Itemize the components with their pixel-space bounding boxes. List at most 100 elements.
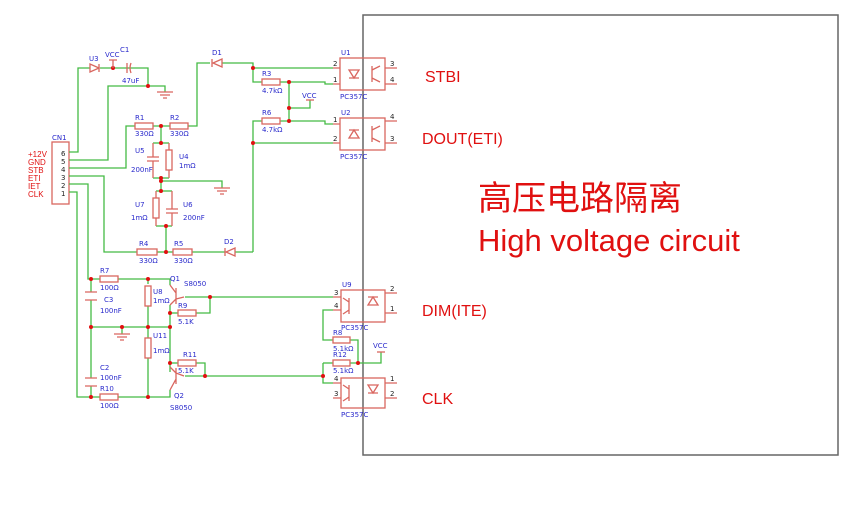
svg-text:1mΩ: 1mΩ — [179, 162, 196, 170]
svg-text:2: 2 — [61, 182, 65, 190]
svg-text:100Ω: 100Ω — [100, 284, 119, 292]
svg-text:GND: GND — [28, 158, 46, 167]
svg-text:4.7kΩ: 4.7kΩ — [262, 126, 283, 134]
high-voltage-boundary — [362, 14, 839, 456]
svg-text:U1: U1 — [341, 49, 351, 57]
svg-text:1: 1 — [390, 305, 394, 313]
svg-text:3: 3 — [390, 60, 394, 68]
svg-text:U9: U9 — [342, 281, 352, 289]
svg-text:1mΩ: 1mΩ — [131, 214, 148, 222]
svg-text:R8: R8 — [333, 329, 342, 337]
svg-text:R1: R1 — [135, 114, 144, 122]
svg-text:IET: IET — [28, 182, 41, 191]
svg-text:200nF: 200nF — [183, 214, 205, 222]
svg-text:+12V: +12V — [28, 150, 48, 159]
svg-text:1: 1 — [333, 116, 337, 124]
c1-value: 47uF — [122, 77, 139, 85]
svg-text:100nF: 100nF — [100, 374, 122, 382]
svg-text:5: 5 — [61, 158, 65, 166]
svg-text:100nF: 100nF — [100, 307, 122, 315]
svg-text:4.7kΩ: 4.7kΩ — [262, 87, 283, 95]
svg-text:S8050: S8050 — [184, 280, 206, 288]
svg-text:R5: R5 — [174, 240, 183, 248]
svg-text:1: 1 — [390, 375, 394, 383]
svg-text:2: 2 — [333, 135, 337, 143]
svg-text:100Ω: 100Ω — [100, 402, 119, 410]
svg-text:1mΩ: 1mΩ — [153, 347, 170, 355]
svg-text:330Ω: 330Ω — [174, 257, 193, 265]
svg-text:3: 3 — [334, 390, 338, 398]
svg-text:U11: U11 — [153, 332, 167, 340]
svg-text:6: 6 — [61, 150, 66, 158]
svg-text:C3: C3 — [104, 296, 113, 304]
svg-text:Q2: Q2 — [174, 392, 184, 400]
svg-text:R10: R10 — [100, 385, 114, 393]
svg-text:PC357C: PC357C — [340, 153, 367, 161]
wires — [69, 62, 382, 398]
svg-text:5.1K: 5.1K — [178, 367, 194, 375]
c1-label: C1 — [120, 46, 129, 54]
title-cn: 高压电路隔离 — [478, 179, 682, 219]
svg-text:1: 1 — [333, 76, 337, 84]
svg-text:330Ω: 330Ω — [170, 130, 189, 138]
svg-text:4: 4 — [334, 375, 339, 383]
svg-text:3: 3 — [61, 174, 65, 182]
transistor-icon — [169, 284, 185, 391]
svg-text:1mΩ: 1mΩ — [153, 297, 170, 305]
svg-text:CN1: CN1 — [52, 134, 67, 142]
signal-clk: CLK — [422, 391, 453, 408]
signal-stbi: STBI — [425, 69, 461, 86]
d1-label: D1 — [212, 49, 222, 57]
svg-text:2: 2 — [390, 285, 394, 293]
capacitor-c1 — [126, 62, 132, 74]
svg-text:U8: U8 — [153, 288, 163, 296]
svg-text:Q1: Q1 — [170, 275, 180, 283]
svg-text:STB: STB — [28, 166, 44, 175]
svg-text:R12: R12 — [333, 351, 347, 359]
svg-text:R6: R6 — [262, 109, 272, 117]
svg-text:R7: R7 — [100, 267, 109, 275]
svg-text:R3: R3 — [262, 70, 271, 78]
junctions — [89, 66, 360, 399]
svg-text:R11: R11 — [183, 351, 197, 359]
optocoupler-icon — [333, 57, 397, 409]
svg-text:ETI: ETI — [28, 174, 40, 183]
svg-text:4: 4 — [390, 76, 395, 84]
d2-label: D2 — [224, 238, 234, 246]
svg-text:5.1kΩ: 5.1kΩ — [333, 345, 354, 353]
u3-label: U3 — [89, 55, 99, 63]
connector-cn1: CN1 +12V GND STB ETI IET CLK 6 5 4 3 2 1 — [28, 134, 70, 205]
svg-text:R9: R9 — [178, 302, 187, 310]
svg-text:3: 3 — [390, 135, 394, 143]
svg-text:CLK: CLK — [28, 190, 44, 199]
svg-text:R2: R2 — [170, 114, 179, 122]
capacitors — [85, 143, 178, 387]
svg-text:5.1K: 5.1K — [178, 318, 194, 326]
vcc-label: VCC — [373, 342, 388, 350]
opto-pin-numbers: 21 34 12 43 34 21 43 12 — [333, 60, 395, 398]
svg-text:4: 4 — [61, 166, 66, 174]
svg-text:U5: U5 — [135, 147, 145, 155]
svg-text:U6: U6 — [183, 201, 193, 209]
svg-text:4: 4 — [390, 113, 395, 121]
svg-text:PC357C: PC357C — [340, 93, 367, 101]
signal-dout: DOUT(ETI) — [422, 131, 503, 148]
svg-text:5.1kΩ: 5.1kΩ — [333, 367, 354, 375]
svg-text:U7: U7 — [135, 201, 145, 209]
title-en: High voltage circuit — [478, 223, 740, 258]
vcc-label: VCC — [105, 51, 120, 59]
svg-text:PC357C: PC357C — [341, 324, 368, 332]
svg-text:3: 3 — [334, 289, 338, 297]
ground-icon — [114, 91, 230, 341]
vcc-label: VCC — [302, 92, 317, 100]
svg-text:330Ω: 330Ω — [135, 130, 154, 138]
svg-text:U2: U2 — [341, 109, 351, 117]
svg-text:R4: R4 — [139, 240, 149, 248]
svg-text:U4: U4 — [179, 153, 189, 161]
svg-text:PC357C: PC357C — [341, 411, 368, 419]
signal-dim: DIM(ITE) — [422, 303, 487, 320]
vcc-icon — [109, 59, 385, 353]
svg-text:C2: C2 — [100, 364, 109, 372]
svg-text:2: 2 — [333, 60, 337, 68]
